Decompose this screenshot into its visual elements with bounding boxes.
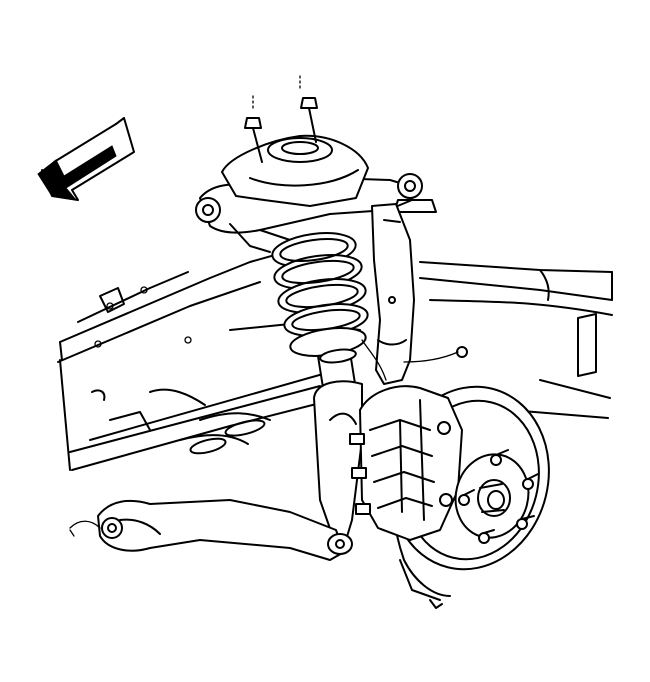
coil-spring: [271, 232, 369, 357]
steering-knuckle: [313, 203, 415, 541]
frame: [57, 247, 613, 471]
strut-upper-mount: [221, 134, 369, 207]
brake-line: [361, 339, 468, 381]
lower-control-arm: [69, 499, 353, 561]
front-direction-arrow: [37, 117, 135, 201]
strut-mount-nuts: [244, 75, 318, 163]
wheel-hub: [429, 449, 539, 609]
brake-caliper: [349, 385, 463, 541]
